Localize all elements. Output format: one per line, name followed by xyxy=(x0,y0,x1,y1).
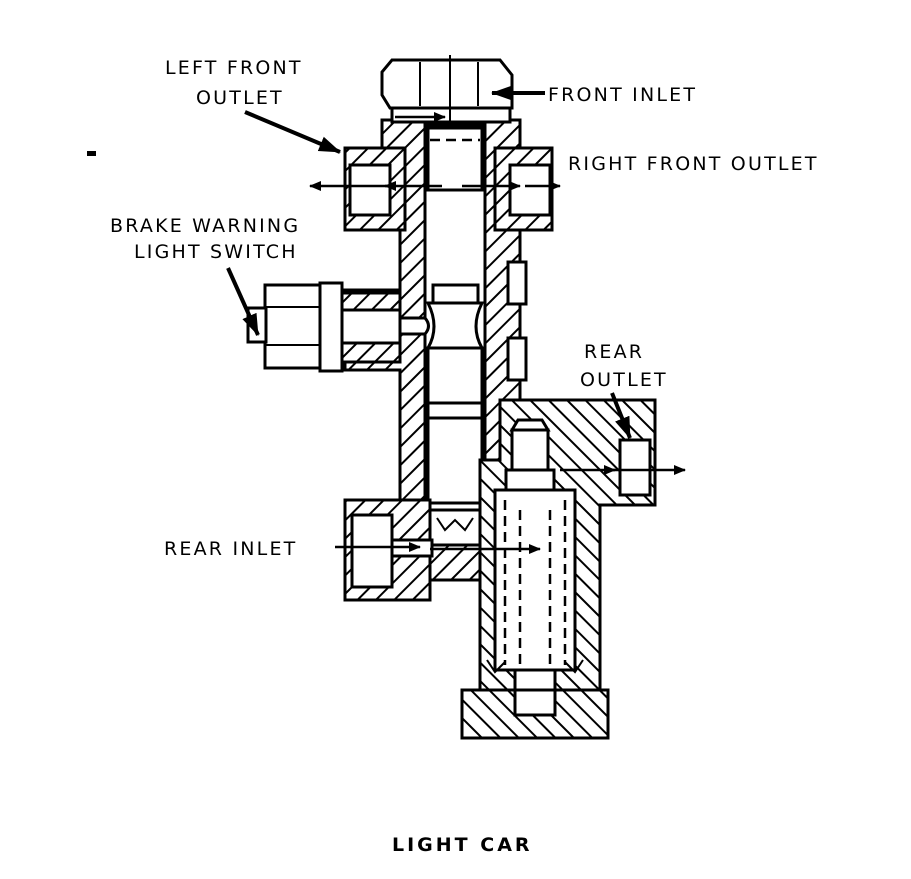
label-brake-warning-line2: LIGHT SWITCH xyxy=(134,241,298,263)
rear-inlet-port xyxy=(343,498,434,602)
center-spool xyxy=(425,301,485,547)
label-right-front-outlet: RIGHT FRONT OUTLET xyxy=(568,153,819,175)
label-rear-outlet-line2: OUTLET xyxy=(580,369,668,391)
label-rear-inlet: REAR INLET xyxy=(164,538,297,560)
body-bosses xyxy=(506,260,528,382)
left-front-outlet-port xyxy=(343,146,407,232)
brake-warning-light-switch xyxy=(246,281,430,373)
label-left-front-outlet-line1: LEFT FRONT xyxy=(165,57,303,79)
label-left-front-outlet-line2: OUTLET xyxy=(196,87,284,109)
right-front-outlet-port xyxy=(493,146,554,232)
label-brake-warning-line1: BRAKE WARNING xyxy=(110,215,300,237)
label-right-front-outlet-text: RIGHT FRONT OUTLET xyxy=(568,153,819,175)
label-front-inlet: FRONT INLET xyxy=(490,84,697,106)
label-rear-outlet: REAR OUTLET xyxy=(580,341,668,440)
proportioning-section xyxy=(478,398,657,694)
label-rear-outlet-line1: REAR xyxy=(584,341,644,363)
figure-caption: LIGHT CAR xyxy=(392,834,533,856)
base-cap xyxy=(460,688,610,740)
label-front-inlet-text: FRONT INLET xyxy=(548,84,697,106)
stray-mark xyxy=(87,151,96,156)
flow-arrows xyxy=(309,112,686,554)
label-left-front-outlet: LEFT FRONT OUTLET xyxy=(165,57,342,154)
front-inlet-fitting xyxy=(380,55,514,128)
label-rear-inlet-text: REAR INLET xyxy=(164,538,297,560)
label-brake-warning-light-switch: BRAKE WARNING LIGHT SWITCH xyxy=(110,215,300,337)
